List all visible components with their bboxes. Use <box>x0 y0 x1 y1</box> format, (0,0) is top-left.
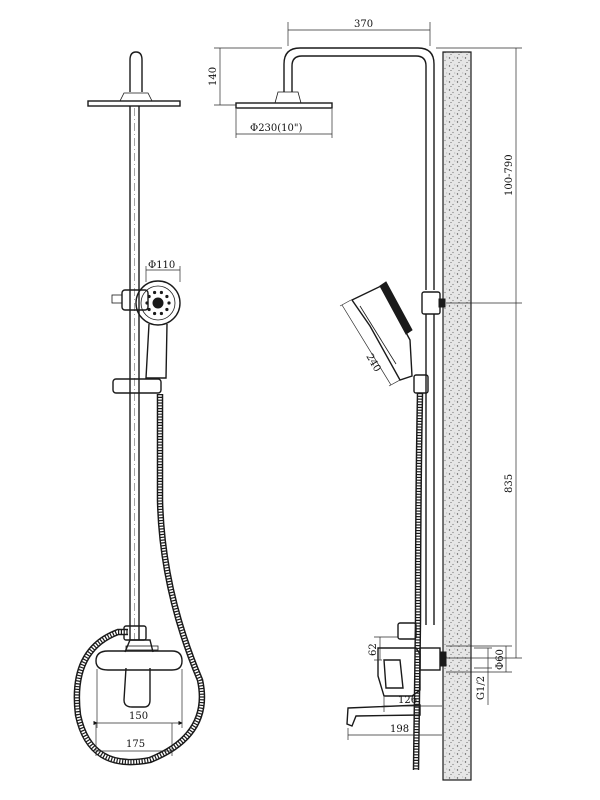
nozzle-dot <box>147 294 151 299</box>
dim-inlet-spacing-max: 175 <box>95 723 173 756</box>
nozzle-dot <box>153 311 157 316</box>
side-overhead-arm <box>283 47 435 290</box>
front-view: Φ110 150 175 <box>73 51 206 766</box>
side-wall-bracket <box>438 298 446 308</box>
dim-text-overhead-arm: 370 <box>354 19 373 30</box>
dim-outlet-diameter: Φ60 <box>446 645 512 673</box>
nozzle-dot <box>159 290 163 295</box>
dim-text-head-height: 140 <box>208 67 219 86</box>
dim-text-spout-projection: 198 <box>390 724 409 735</box>
dim-thread: G1/2 <box>474 647 492 705</box>
side-diverter <box>421 291 441 315</box>
nozzle-dot <box>159 311 163 316</box>
wall <box>442 51 472 781</box>
nozzle-dot <box>165 294 169 299</box>
dim-text-thread: G1/2 <box>476 676 487 700</box>
front-shower-head <box>87 100 181 107</box>
side-holder <box>413 374 429 394</box>
nozzle-dot <box>165 307 169 312</box>
dim-text-hand-shower-diameter: Φ110 <box>148 260 175 271</box>
front-handshower-holder <box>112 378 162 394</box>
dim-text-height-adjust: 100-790 <box>504 154 515 196</box>
dim-text-inlet-spacing: 150 <box>129 711 148 722</box>
side-head-connector <box>274 91 302 104</box>
dim-overhead-arm: 370 <box>287 19 431 46</box>
dim-riser-height: 835 <box>446 303 522 659</box>
side-shower-head <box>235 102 333 109</box>
dim-text-head-diameter: Φ230(10") <box>250 123 303 134</box>
dim-text-mixer-projection: 126 <box>398 695 417 706</box>
front-head-arm <box>129 51 143 92</box>
nozzle-dot <box>153 290 157 295</box>
dim-text-hand-shower-length: 240 <box>363 352 382 374</box>
dim-mixer-offset: 62 <box>368 636 398 661</box>
dim-spout-projection: 198 <box>347 724 442 740</box>
front-diverter-knob <box>111 294 123 304</box>
dim-head-height: 140 <box>208 47 282 106</box>
dim-text-outlet-diameter: Φ60 <box>495 649 506 670</box>
side-view: 370 140 Φ230(10") 100-790 835 <box>208 19 522 781</box>
dim-hand-shower-length: 240 <box>339 299 401 387</box>
dim-text-riser-height: 835 <box>504 474 515 493</box>
dim-text-inlet-spacing-max: 175 <box>126 739 145 750</box>
dim-hand-shower-diameter: Φ110 <box>145 260 181 282</box>
nozzle-dot <box>167 301 171 305</box>
front-hand-shower <box>135 280 181 379</box>
nozzle-dot <box>145 301 149 305</box>
nozzle-dot <box>147 307 151 312</box>
dim-height-adjust: 100-790 <box>436 47 522 304</box>
dim-mixer-projection: 126 <box>383 695 442 712</box>
side-hand-shower <box>350 281 413 381</box>
side-mixer <box>346 622 447 727</box>
dim-inlet-spacing: 150 <box>93 669 183 728</box>
dim-text-mixer-offset: 62 <box>368 643 379 656</box>
dim-head-diameter: Φ230(10") <box>235 109 333 138</box>
front-head-connector <box>119 92 153 102</box>
